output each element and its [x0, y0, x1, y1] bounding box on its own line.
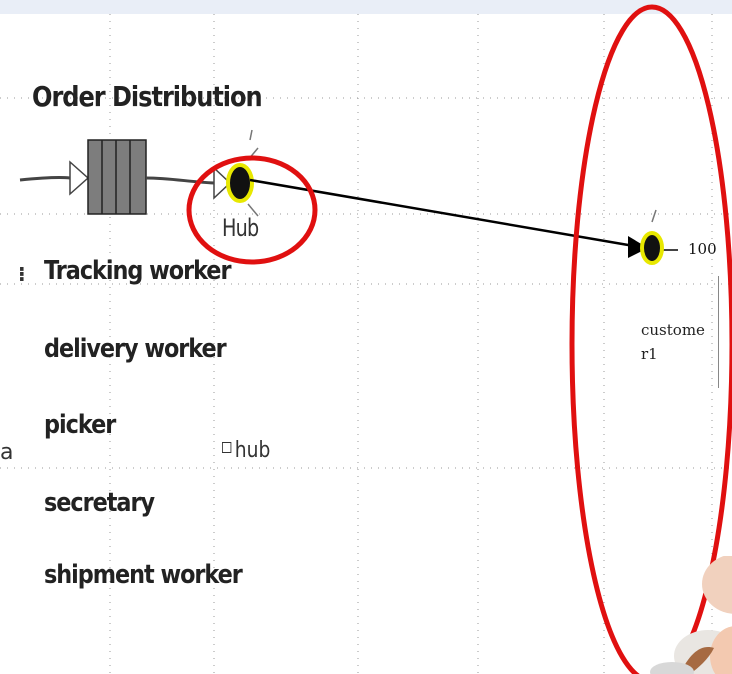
- legend-item-tracking-worker: Tracking worker: [44, 256, 231, 286]
- truncated-left-label: a: [0, 440, 14, 465]
- queue-to-hub-connector: [145, 176, 215, 185]
- hub-to-customer-connector: [249, 178, 635, 248]
- dotted-grid: [0, 14, 732, 674]
- customer-annotation-ellipse: [569, 4, 732, 674]
- hub-node-icon[interactable]: [226, 129, 259, 217]
- hub-resource-text: hub: [234, 438, 271, 463]
- diagram-title: Order Distribution: [32, 80, 263, 113]
- legend-item-shipment-worker: shipment worker: [44, 560, 243, 590]
- corner-photo: [650, 556, 732, 674]
- right-edge-line: [718, 276, 719, 388]
- customer-node-name: customer1: [641, 321, 705, 363]
- square-bullet-icon: [222, 442, 232, 453]
- hub-annotation-circle: [186, 155, 318, 265]
- tracking-worker-icon: ⁝: [18, 262, 26, 286]
- hub-node-label: Hub: [222, 214, 259, 242]
- customer-node-value: 100: [688, 240, 717, 258]
- legend-item-delivery-worker: delivery worker: [44, 334, 227, 364]
- legend-item-picker: picker: [44, 410, 116, 440]
- hub-input-port-icon[interactable]: [213, 166, 232, 200]
- arrowhead-icon: [628, 236, 648, 258]
- queue-input-port-icon[interactable]: [69, 160, 90, 196]
- top-strip: [0, 0, 732, 14]
- legend-item-secretary: secretary: [44, 488, 155, 518]
- queue-block-icon[interactable]: [87, 139, 147, 215]
- customer-node-icon[interactable]: [640, 209, 678, 265]
- incoming-connector: [19, 176, 71, 182]
- hub-resource-label[interactable]: hub: [222, 438, 270, 463]
